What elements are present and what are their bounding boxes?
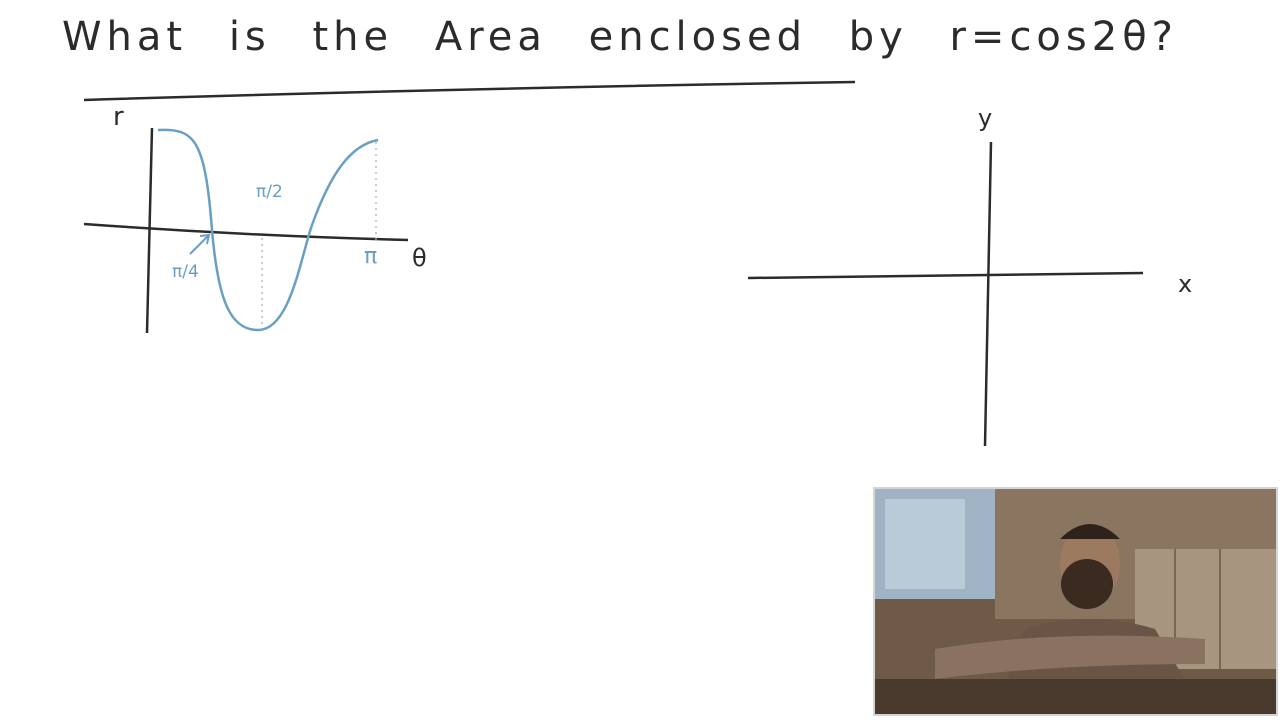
pi-label: π [364, 244, 378, 269]
webcam-image [875, 489, 1276, 714]
pi-over-4-arrow [189, 233, 211, 255]
pi-over-2-label: π/2 [256, 182, 283, 202]
webcam-video-feed [873, 487, 1278, 716]
x-axis-label: x [1178, 270, 1193, 298]
theta-axis-label: θ [412, 244, 427, 272]
pi-over-4-label: π/4 [172, 262, 199, 282]
title-underline [83, 80, 856, 102]
right-graph-y-axis [983, 141, 993, 447]
y-axis-label: y [978, 104, 993, 132]
r-axis-label: r [113, 102, 124, 132]
left-graph-vertical-axis [145, 127, 154, 334]
cos2theta-curve [157, 128, 379, 332]
right-graph-x-axis [747, 271, 1144, 280]
left-graph-horizontal-axis [83, 222, 409, 242]
